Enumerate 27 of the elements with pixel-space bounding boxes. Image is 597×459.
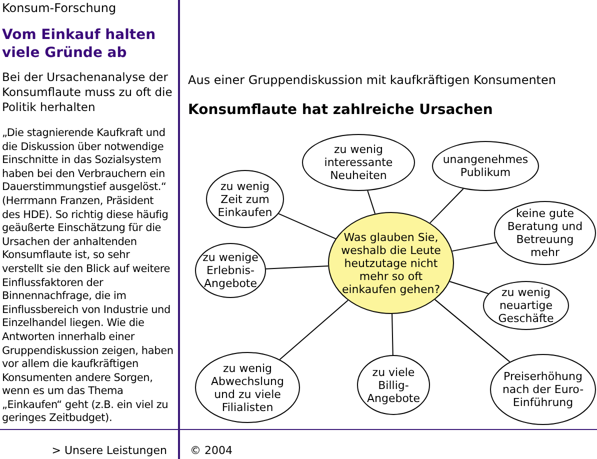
headline: Vom Einkauf halten viele Gründe ab [2, 26, 157, 62]
section-label: Konsum-Forschung [2, 1, 118, 16]
copyright-note: © 2004 [190, 443, 232, 459]
answer-ellipse: unangenehmes Publikum [432, 141, 539, 191]
connector-line [449, 280, 489, 294]
intro-text: Aus einer Gruppendiskussion mit kaufkräftigen Konsumenten [188, 72, 556, 89]
answer-ellipse: zu wenig Zeit zum Einkaufen [206, 170, 284, 228]
answer-ellipse: zu wenige Erlebnis-Angebote [195, 243, 266, 298]
question-ellipse: Was glauben Sie, weshalb die Leute heutzutage nicht mehr so oft einkaufen gehen? [328, 212, 454, 314]
connector-line [434, 299, 510, 362]
answer-ellipse: zu wenig neuartige Geschäfte [483, 281, 569, 330]
answer-ellipse: zu viele Billig-Angebote [357, 355, 430, 415]
subheadline: Bei der Ursachenanalyse der Konsumflaute muss zu oft die Politik herhalten [2, 70, 174, 115]
answer-ellipse: Preiserhöhung nach der Euro-Einführung [490, 354, 596, 425]
answer-ellipse: zu wenig Abwechslung und zu viele Filialisten [195, 352, 300, 423]
connector-line [265, 265, 329, 270]
connector-line [367, 190, 376, 214]
services-link: > Unsere Leistungen [52, 443, 167, 459]
article-paragraph: „Die stagnierende Kaufkraft und die Diskussion über notwendige Einschnitte in das Sozialsystem haben bei den Verbrauchern ein Dauerstimmungstief ausgelöst.“ (Herrmann Franzen, Präsident des HDE). So richtig diese häufig geäußerte Einschätzung für die Ursachen der anhaltenden Konsumflaute ist, so sehr verstellt sie den Blick auf weitere Einflussfaktoren der Binnennachfrage, die im Einflussbereich von Industrie und Einzelhandel liegen. Wie die Antworten innerhalb einer Gruppendiskussion zeigen, haben vor allem die kaufkräftigen Konsumenten andere Sorgen, wenn es um das Thema „Einkaufen“ geht (z.B. ein viel zu geringes Zeitbudget). [2, 127, 174, 426]
connector-line [430, 188, 464, 224]
connector-line [452, 242, 497, 252]
answer-ellipse: keine gute Beratung und Betreuung mehr [494, 201, 596, 265]
connector-line [278, 213, 336, 240]
connector-line [279, 300, 349, 360]
diagram-title: Konsumflaute hat zahlreiche Ursachen [188, 101, 493, 120]
connector-line [392, 314, 394, 356]
answer-ellipse: zu wenig interessante Neuheiten [302, 134, 415, 191]
